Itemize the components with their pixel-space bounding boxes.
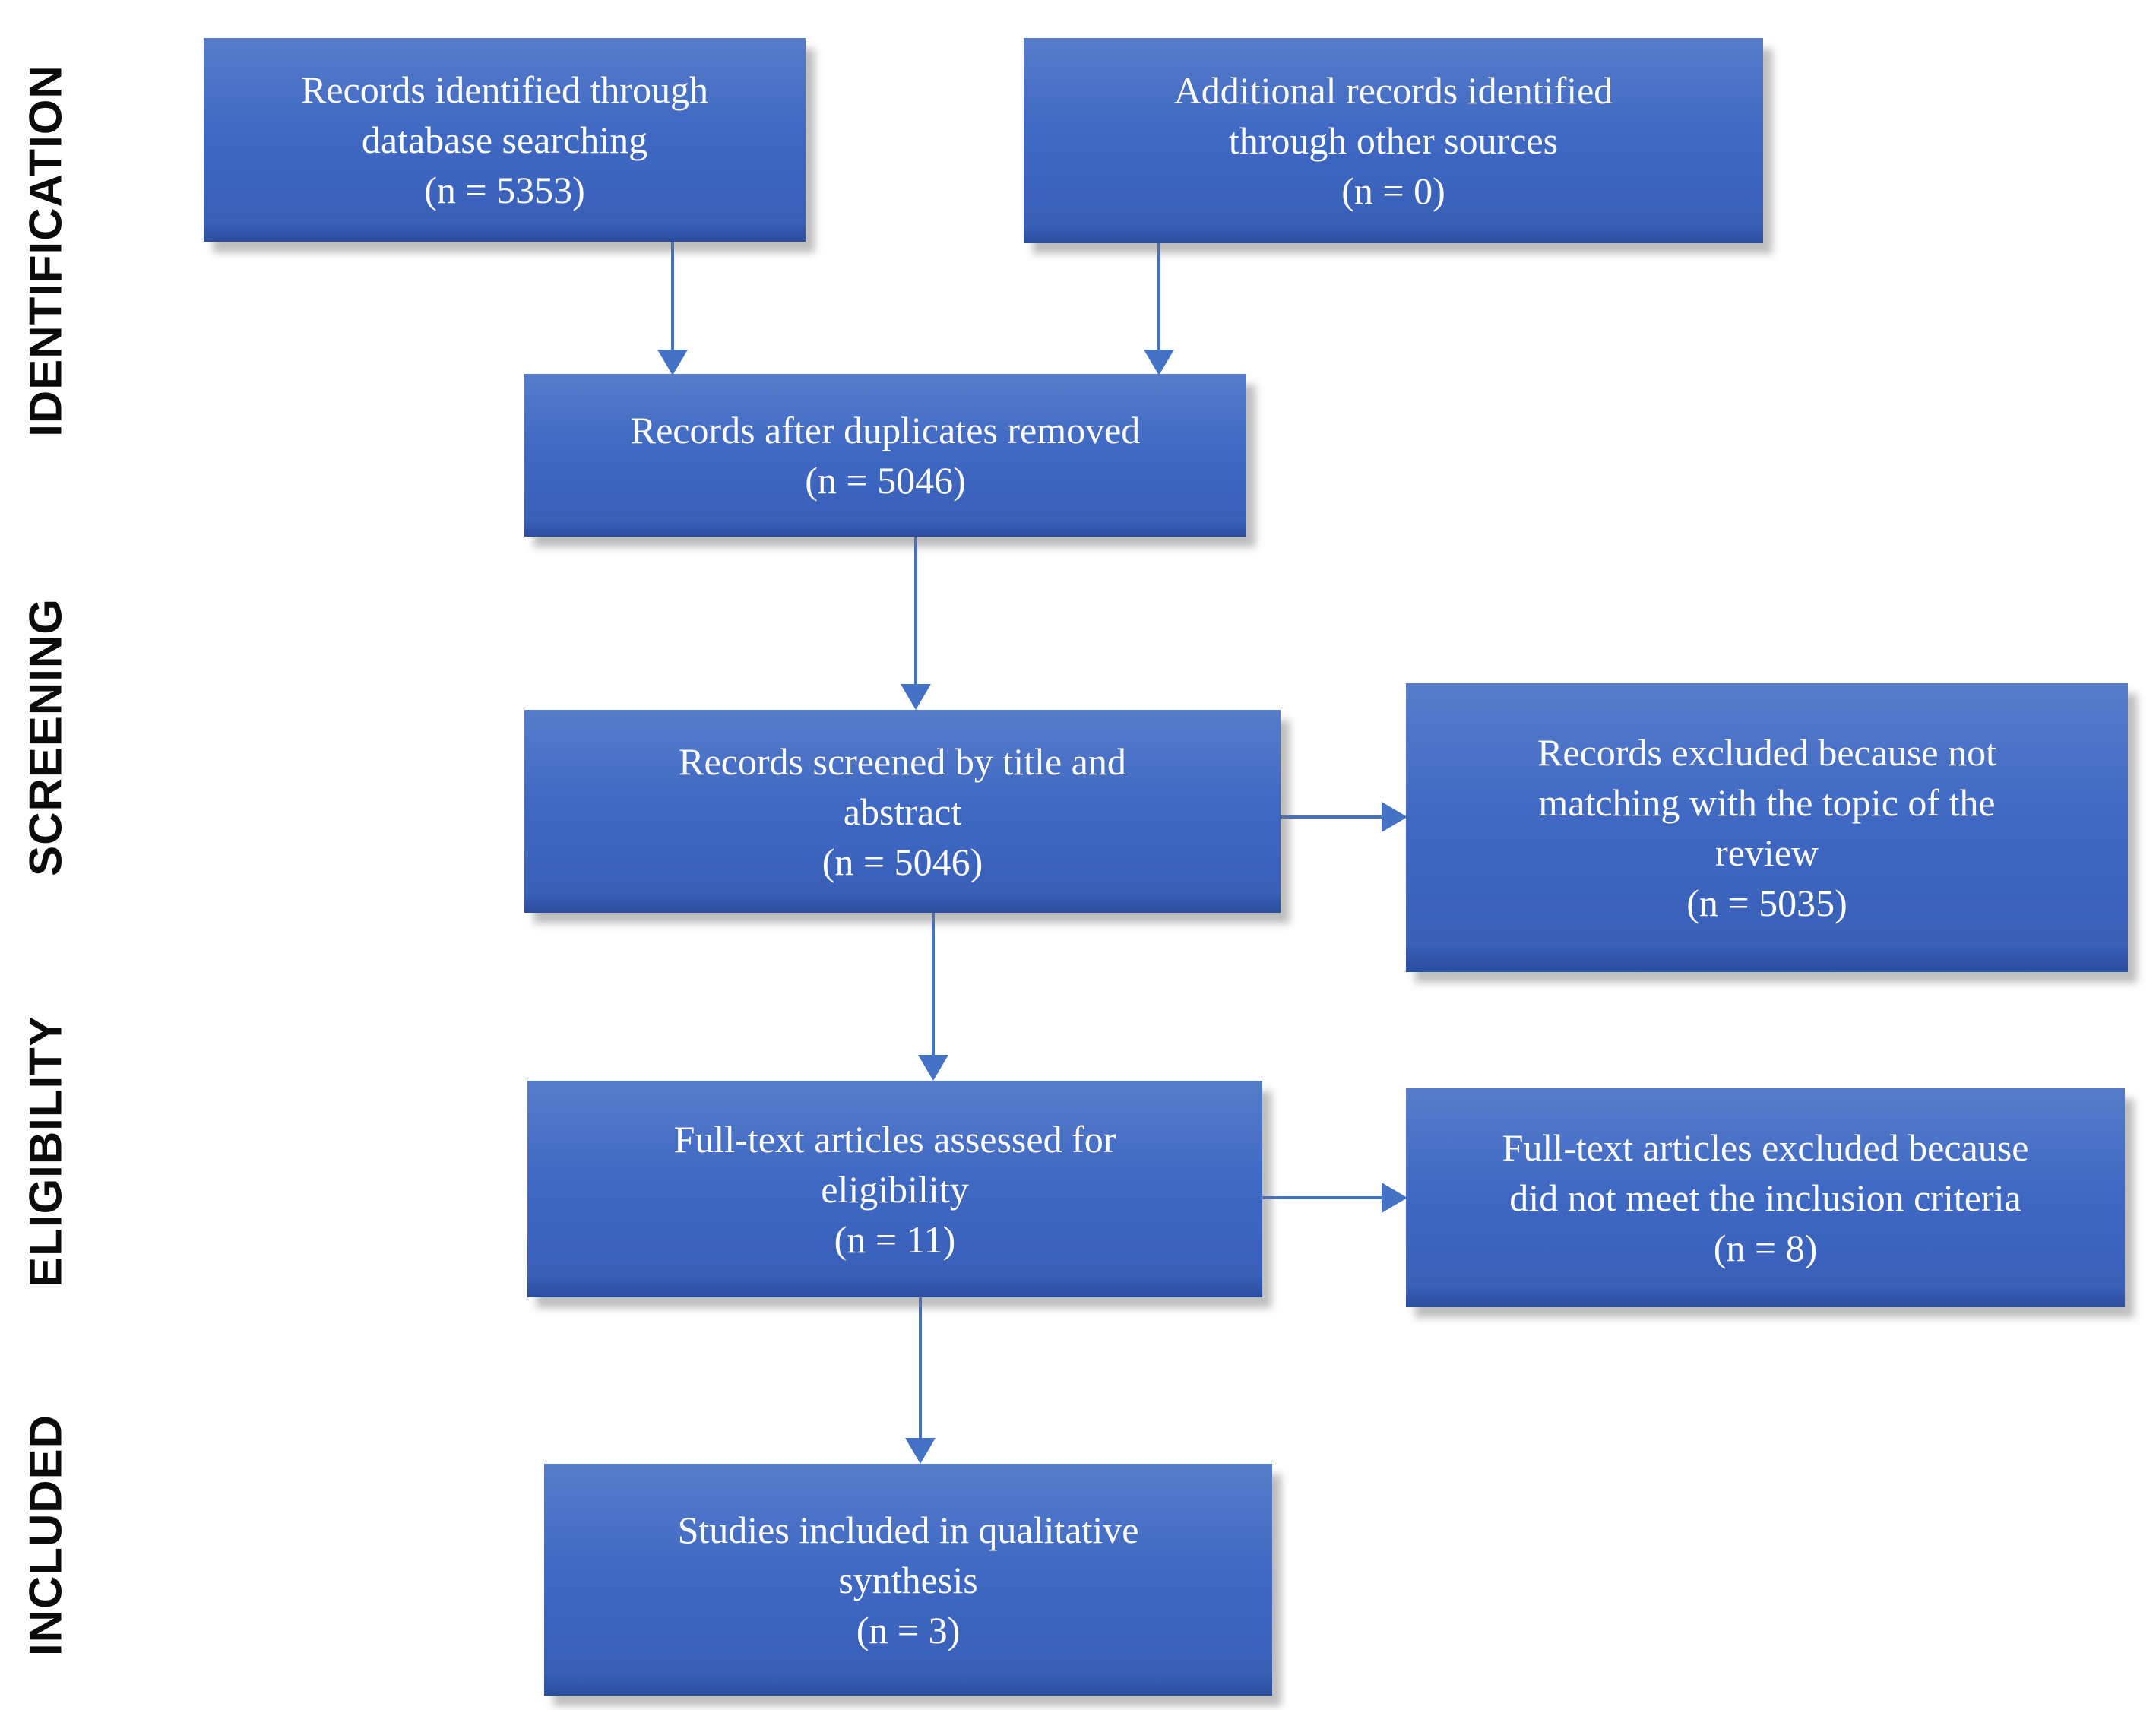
box-text-line: Records identified through: [301, 68, 708, 111]
box-text-line: Full-text articles excluded because: [1502, 1126, 2029, 1169]
box-additional-records: Additional records identified through ot…: [1024, 38, 1763, 243]
box-records-identified: Records identified through database sear…: [204, 38, 806, 242]
box-text-line: review: [1714, 831, 1819, 874]
box-count-line: (n = 5046): [822, 840, 983, 883]
box-text-line: Full-text articles assessed for: [673, 1117, 1116, 1161]
box-text-line: abstract: [843, 790, 962, 833]
box-after-duplicates: Records after duplicates removed (n = 50…: [524, 374, 1246, 537]
box-text-line: Records screened by title and: [679, 739, 1126, 783]
box-text-line: through other sources: [1228, 119, 1559, 162]
box-records-excluded: Records excluded because not matching wi…: [1406, 683, 2128, 972]
arrow-screened-to-fulltext: [918, 913, 948, 1081]
arrow-additional-to-duplicates: [1144, 243, 1174, 375]
box-text-line: Records after duplicates removed: [630, 409, 1141, 451]
box-studies-included: Studies included in qualitative synthesi…: [544, 1464, 1272, 1696]
arrow-screened-to-excluded: [1281, 802, 1407, 832]
stage-label-eligibility: ELIGIBILITY: [20, 1015, 71, 1287]
arrow-duplicates-to-screened: [901, 537, 931, 710]
box-records-screened: Records screened by title and abstract (…: [524, 710, 1281, 913]
box-count-line: (n = 5035): [1686, 882, 1847, 924]
stage-label-identification: IDENTIFICATION: [20, 65, 71, 437]
arrow-fulltext-to-excluded: [1262, 1183, 1407, 1213]
box-count-line: (n = 5353): [424, 169, 585, 211]
arrow-identified-to-duplicates: [657, 242, 688, 375]
box-text-line: Additional records identified: [1173, 69, 1613, 112]
box-count-line: (n = 3): [856, 1608, 961, 1651]
box-text-line: eligibility: [821, 1167, 969, 1211]
box-count-line: (n = 5046): [805, 459, 966, 502]
stage-label-included: INCLUDED: [20, 1414, 71, 1656]
box-count-line: (n = 0): [1341, 169, 1445, 212]
box-fulltext-excluded: Full-text articles excluded because did …: [1406, 1088, 2125, 1307]
box-text-line: database searching: [361, 119, 648, 161]
box-text-line: did not meet the inclusion criteria: [1509, 1176, 2021, 1219]
box-text-line: Records excluded because not: [1537, 731, 1996, 774]
box-text-line: synthesis: [838, 1558, 978, 1601]
arrow-fulltext-to-included: [905, 1297, 936, 1464]
box-text-line: Studies included in qualitative: [677, 1508, 1139, 1551]
box-count-line: (n = 11): [834, 1218, 956, 1261]
box-fulltext-assessed: Full-text articles assessed for eligibil…: [527, 1081, 1262, 1297]
box-text-line: matching with the topic of the: [1538, 781, 1996, 824]
box-count-line: (n = 8): [1713, 1227, 1818, 1269]
stage-label-screening: SCREENING: [20, 598, 71, 876]
